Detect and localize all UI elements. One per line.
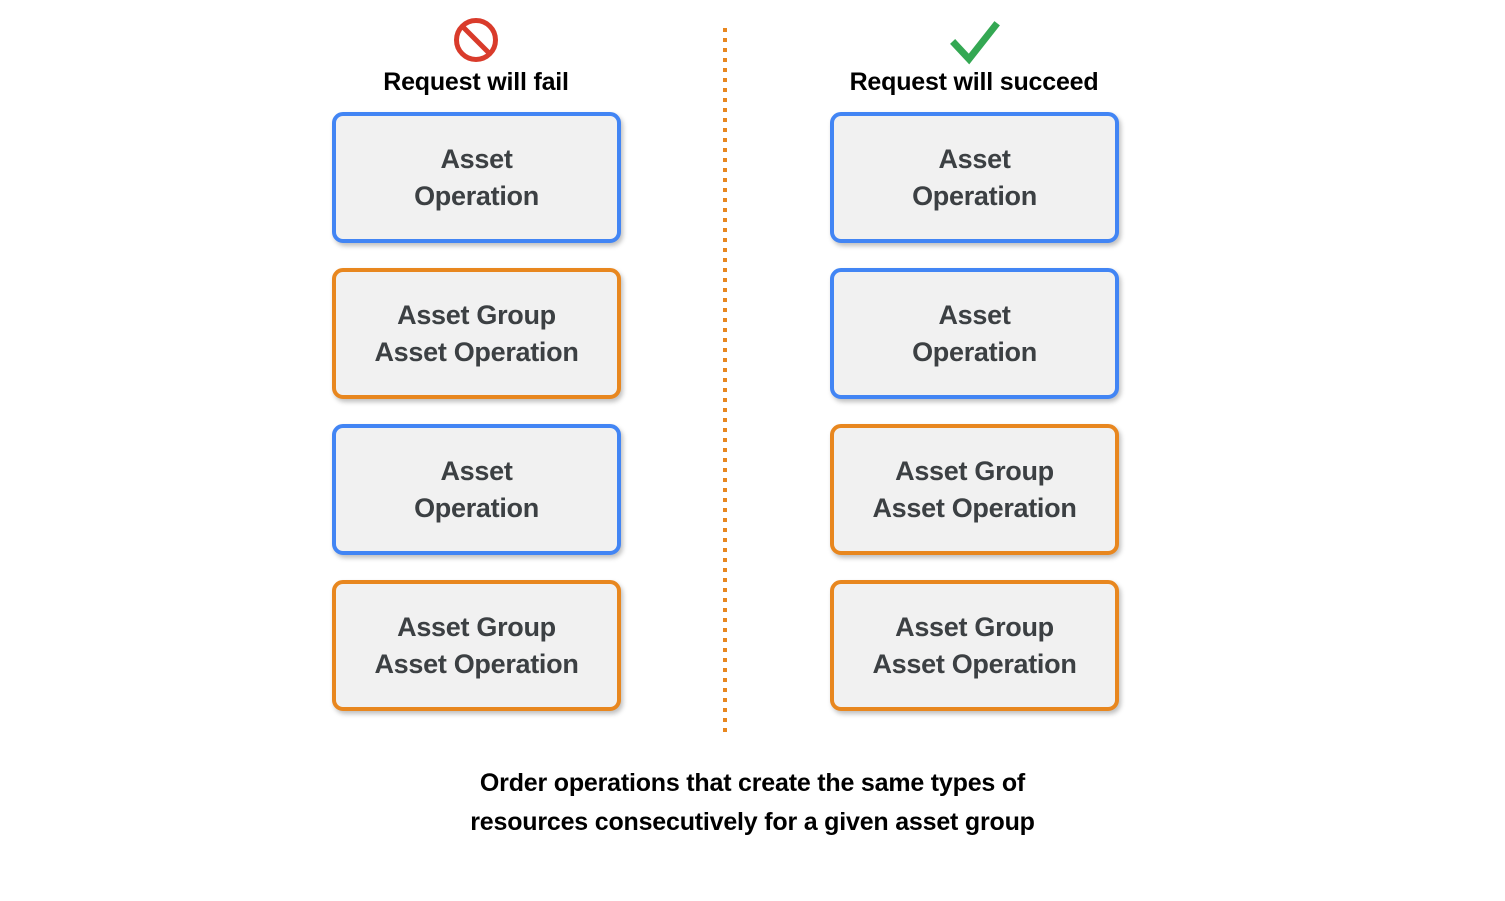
- operation-box[interactable]: Asset Operation: [332, 424, 621, 555]
- operation-stack-fail: Asset Operation Asset Group Asset Operat…: [332, 112, 621, 736]
- vertical-dotted-divider: [723, 28, 727, 738]
- operation-box[interactable]: Asset Group Asset Operation: [830, 424, 1119, 555]
- operation-stack-succeed: Asset Operation Asset Operation Asset Gr…: [830, 112, 1119, 736]
- operation-box[interactable]: Asset Group Asset Operation: [830, 580, 1119, 711]
- operation-box-label: Asset Operation: [414, 455, 539, 523]
- operation-box[interactable]: Asset Group Asset Operation: [332, 268, 621, 399]
- operation-box-label: Asset Operation: [414, 143, 539, 211]
- operation-box[interactable]: Asset Group Asset Operation: [332, 580, 621, 711]
- diagram-caption: Order operations that create the same ty…: [470, 769, 1035, 836]
- prohibition-icon: [454, 18, 498, 62]
- column-header-succeed: Request will succeed: [809, 14, 1139, 96]
- column-title-succeed: Request will succeed: [849, 68, 1099, 96]
- operation-box-label: Asset Operation: [912, 299, 1037, 367]
- column-title-fail: Request will fail: [383, 68, 569, 96]
- operation-box-label: Asset Group Asset Operation: [872, 611, 1077, 679]
- operation-box-label: Asset Group Asset Operation: [872, 455, 1077, 523]
- operation-box-label: Asset Operation: [912, 143, 1037, 211]
- column-header-fail: Request will fail: [311, 14, 641, 96]
- operation-box-label: Asset Group Asset Operation: [374, 299, 579, 367]
- operation-box[interactable]: Asset Operation: [830, 268, 1119, 399]
- operation-box-label: Asset Group Asset Operation: [374, 611, 579, 679]
- checkmark-icon: [950, 21, 1000, 65]
- operation-box[interactable]: Asset Operation: [332, 112, 621, 243]
- operation-box[interactable]: Asset Operation: [830, 112, 1119, 243]
